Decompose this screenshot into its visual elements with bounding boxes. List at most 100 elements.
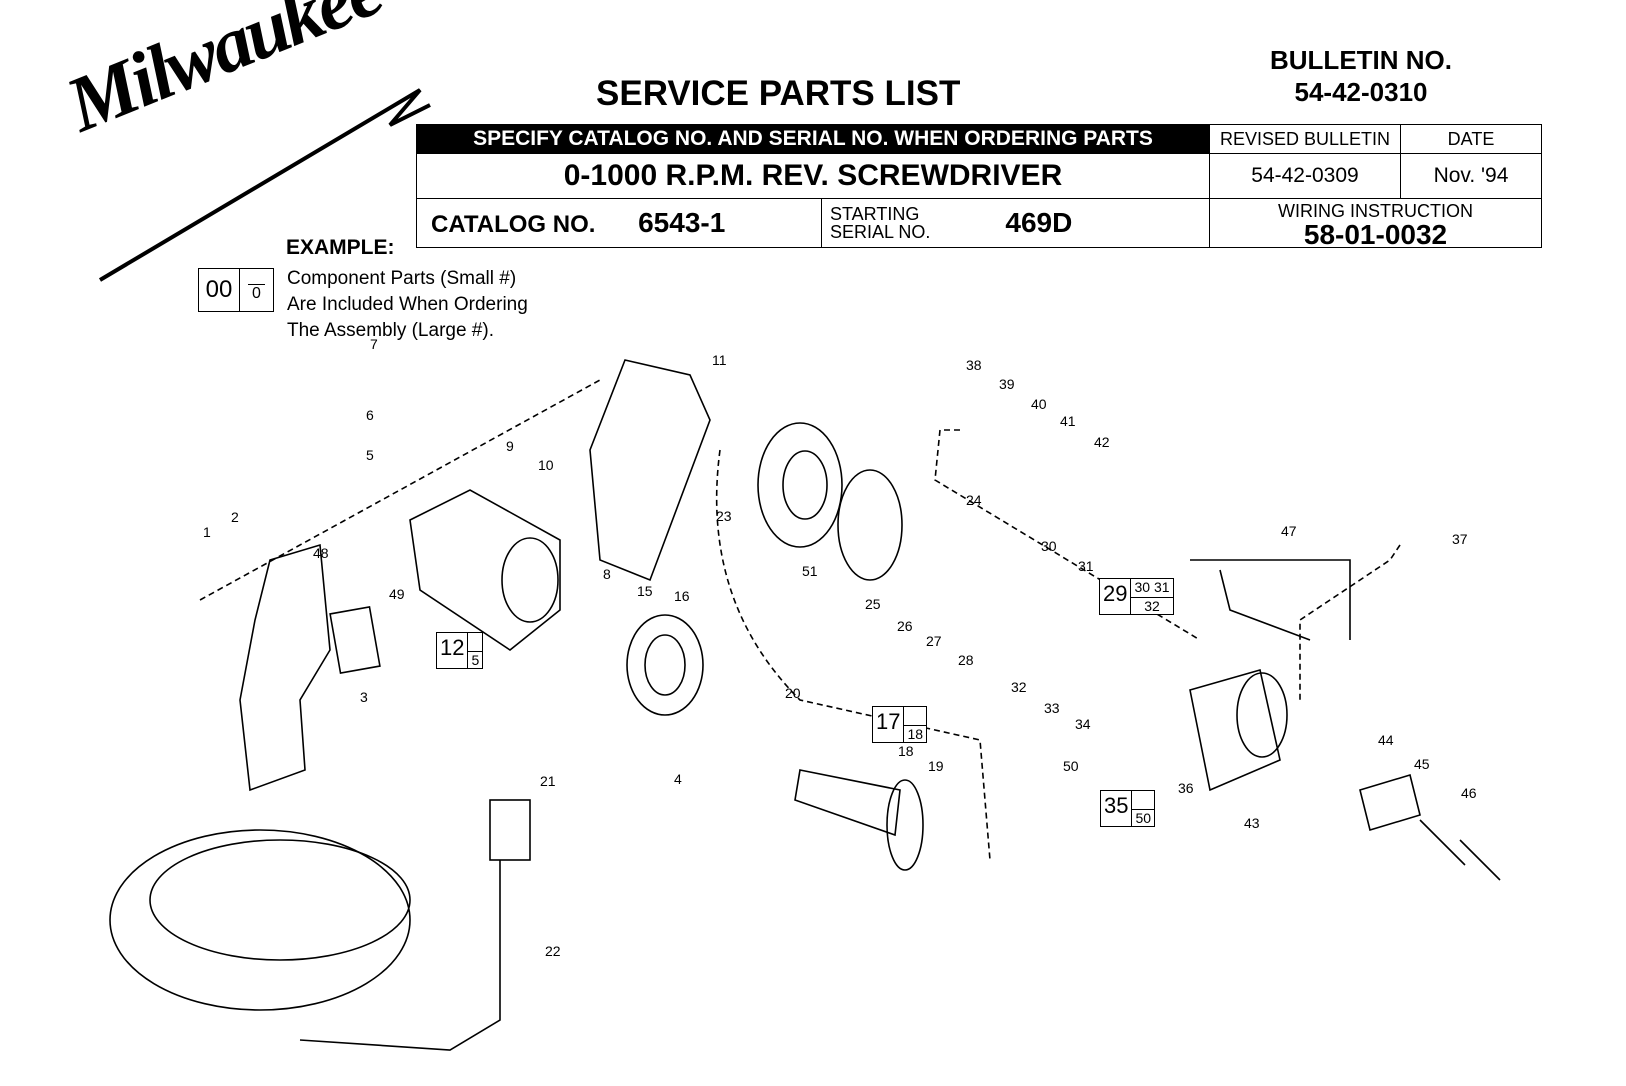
revised-label: REVISED BULLETIN [1209,124,1401,154]
part-number: 44 [1378,732,1394,748]
bulletin-number: 54-42-0310 [1294,77,1428,107]
date-label: DATE [1400,124,1542,154]
part-number: 45 [1414,756,1430,772]
part-number: 9 [506,438,514,454]
example-text: Component Parts (Small #) Are Included W… [287,266,528,344]
serial-number: 469D [1005,207,1073,238]
catalog-label: CATALOG NO. [431,211,596,238]
part-number: 5 [366,447,374,463]
part-number: 40 [1031,396,1047,412]
part-number: 49 [389,586,405,602]
header-table: SPECIFY CATALOG NO. AND SERIAL NO. WHEN … [416,124,1542,250]
part-number: 36 [1178,780,1194,796]
motor-housing [409,489,561,651]
part-number: 50 [1063,758,1079,774]
page-title: SERVICE PARTS LIST [596,74,961,113]
example-small: 0 [240,269,273,311]
part-number: 16 [674,588,690,604]
part-number: 8 [603,566,611,582]
part-number: 34 [1075,716,1091,732]
assembly-small-bottom: 50 [1135,810,1152,826]
part-number: 51 [802,563,818,579]
assembly-large: 29 [1100,579,1132,614]
part-number: 33 [1044,700,1060,716]
clutch-housing [1189,668,1288,792]
part-number: 28 [958,652,974,668]
example-line: Component Parts (Small #) [287,268,517,289]
assembly-box: 17 18 [872,706,928,743]
part-number: 15 [637,583,653,599]
part-number: 1 [203,524,211,540]
power-cord [109,799,531,1051]
part-number: 25 [865,596,881,612]
part-number: 38 [966,357,982,373]
serial-label-1: STARTING [830,204,920,224]
gear-case [757,422,843,548]
wiring-cell: WIRING INSTRUCTION 58-01-0032 [1209,198,1542,250]
part-number: 23 [716,508,732,524]
part-number: 27 [926,633,942,649]
armature [794,769,924,871]
part-number: 47 [1281,523,1297,539]
assembly-line [715,449,991,861]
assembly-line [199,379,601,601]
example-line: The Assembly (Large #). [287,320,494,341]
assembly-line [934,429,1201,641]
field-coil [626,614,704,716]
assembly-box: 12 5 [436,632,484,669]
catalog-number: 6543-1 [638,207,726,238]
assembly-small-bottom: 32 [1144,598,1160,614]
assembly-small-top [904,707,927,726]
part-number: 24 [966,492,982,508]
wiring-label: WIRING INSTRUCTION [1278,201,1473,221]
example-large: 00 [199,269,240,311]
assembly-small-bottom: 5 [471,652,480,668]
part-number: 39 [999,376,1015,392]
part-number: 41 [1060,413,1076,429]
part-number: 37 [1452,531,1468,547]
part-number: 32 [1011,679,1027,695]
example-small-text: 0 [248,284,265,302]
belt-hook [1190,559,1351,641]
part-number: 46 [1461,785,1477,801]
part-number: 48 [313,545,329,561]
part-number: 19 [928,758,944,774]
bulletin-label: BULLETIN NO. [1270,45,1452,75]
example-box: 00 0 [198,268,274,312]
handle-half [239,543,331,792]
assembly-small-bottom: 18 [907,726,924,742]
catalog-cell: CATALOG NO. 6543-1 [416,198,822,248]
part-number: 21 [540,773,556,789]
part-number: 31 [1078,558,1094,574]
switch [329,606,381,674]
part-number: 6 [366,407,374,423]
date-value: Nov. '94 [1400,153,1542,199]
lightning-bolt [98,88,431,282]
part-number: 18 [898,743,914,759]
part-number: 22 [545,943,561,959]
part-number: 11 [712,352,727,368]
bulletin-block: BULLETIN NO. 54-42-0310 [1270,44,1452,108]
part-number: 26 [897,618,913,634]
part-number: 7 [370,336,378,352]
assembly-large: 17 [873,707,905,742]
part-number: 2 [231,509,239,525]
part-number: 4 [674,771,682,787]
bit-holder [1359,773,1501,881]
assembly-small-top [468,633,483,652]
serial-label-2: SERIAL NO. [830,222,931,242]
wiring-number: 58-01-0032 [1303,219,1448,250]
part-number: 3 [360,689,368,705]
assembly-line [1299,544,1401,700]
assembly-large: 35 [1101,791,1133,826]
gasket [837,469,903,581]
part-number: 10 [538,457,554,473]
housing-right [589,359,711,582]
assembly-small-top: 30 31 [1131,579,1173,598]
part-number: 43 [1244,815,1260,831]
example-label: EXAMPLE: [286,236,395,259]
product-name: 0-1000 R.P.M. REV. SCREWDRIVER [416,153,1210,199]
